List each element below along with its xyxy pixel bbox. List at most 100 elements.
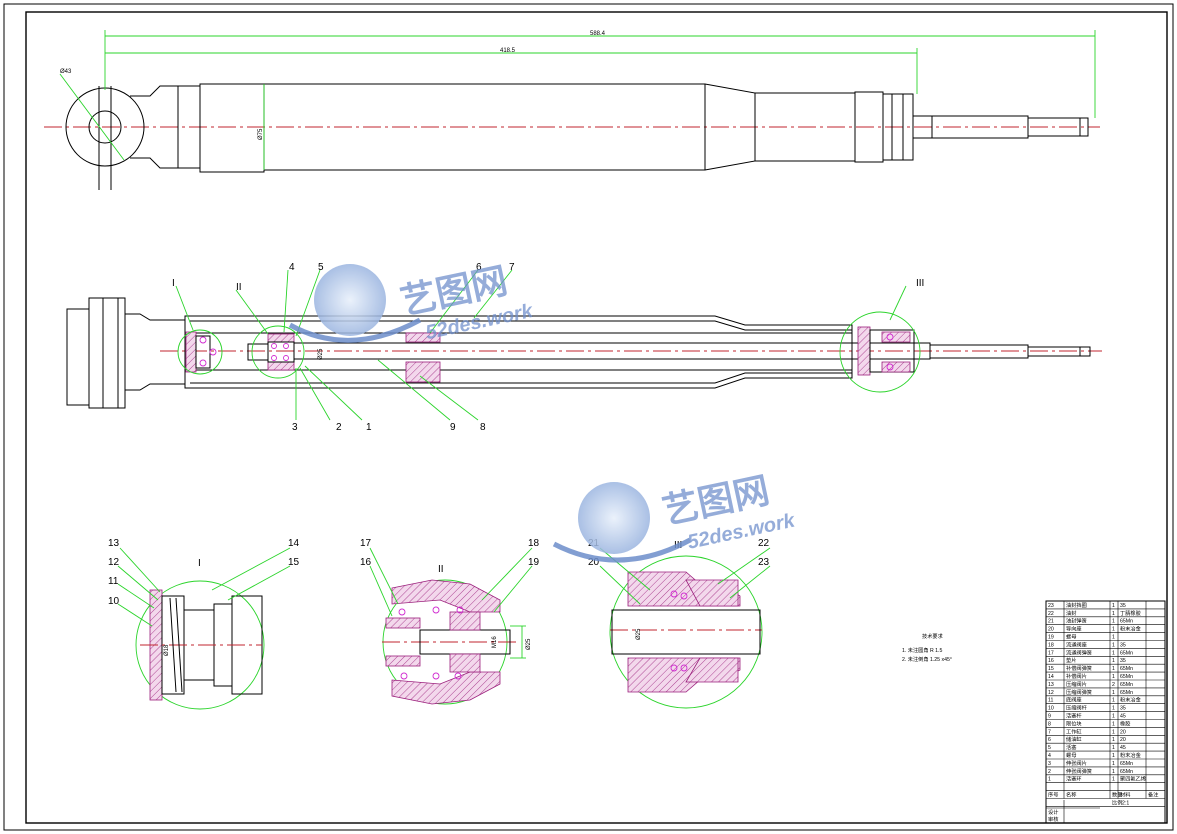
watermark-top: 艺图网 52des.work: [288, 261, 536, 344]
dim-rod-dia-III: Ø25: [636, 628, 642, 640]
table-cell-name: 压缩阀片: [1066, 680, 1087, 688]
table-cell-no: 9: [1048, 714, 1051, 720]
table-cell-name: 导向座: [1066, 625, 1082, 633]
dim-tube-dia: Ø75: [258, 128, 264, 140]
table-cell-qty: 1: [1112, 737, 1115, 743]
table-cell-material: 65Mn: [1120, 619, 1133, 625]
dim-body-length: 418.5: [500, 48, 516, 54]
table-header-qty: 数量: [1112, 791, 1122, 799]
table-cell-material: 45: [1120, 714, 1126, 720]
table-cell-no: 19: [1048, 635, 1054, 641]
notes-title: 技术要求: [922, 632, 944, 640]
detail-II-tag: II: [236, 282, 242, 293]
callout-18: 18: [528, 538, 540, 549]
table-cell-qty: 2: [1112, 682, 1115, 688]
table-cell-qty: 1: [1112, 753, 1115, 759]
technical-notes: 技术要求 1. 未注圆角 R 1.5 2. 未注倒角 1.25 x45°: [902, 632, 952, 663]
table-cell-material: 35: [1120, 603, 1126, 609]
table-cell-material: 65Mn: [1120, 682, 1133, 688]
table-header-name: 名称: [1066, 791, 1076, 799]
table-cell-name: 活塞: [1066, 743, 1076, 751]
table-cell-material: 65Mn: [1120, 690, 1133, 696]
callout-3: 3: [292, 422, 298, 433]
table-cell-name: 活塞杆: [1066, 712, 1082, 720]
table-cell-no: 6: [1048, 737, 1051, 743]
dim-rod-dia-main: Ø25: [318, 348, 324, 360]
table-cell-name: 工作缸: [1066, 727, 1082, 735]
table-cell-qty: 1: [1112, 745, 1115, 751]
notes-line1: 1. 未注圆角 R 1.5: [902, 646, 942, 654]
callout-6: 6: [476, 262, 482, 273]
table-cell-material: 橡胶: [1120, 719, 1130, 727]
exterior-view: 588.4 418.5 Ø43 Ø75: [44, 30, 1100, 190]
table-cell-material: 粉末冶金: [1120, 751, 1142, 759]
callout-4: 4: [289, 262, 295, 273]
notes-line2: 2. 未注倒角 1.25 x45°: [902, 655, 952, 663]
table-cell-qty: 1: [1112, 642, 1115, 648]
callout-20: 20: [588, 557, 600, 568]
table-cell-name: 螺母: [1066, 751, 1076, 759]
table-cell-name: 流通阀座: [1066, 640, 1087, 648]
table-cell-no: 15: [1048, 666, 1054, 672]
table-cell-no: 12: [1048, 690, 1054, 696]
callout-11: 11: [108, 576, 119, 587]
callout-14: 14: [288, 538, 300, 549]
table-cell-qty: 1: [1112, 761, 1115, 767]
table-cell-material: 35: [1120, 642, 1126, 648]
table-cell-qty: 1: [1112, 666, 1115, 672]
table-cell-material: 20: [1120, 729, 1126, 735]
callout-7: 7: [509, 262, 515, 273]
table-scale-value: 2:1: [1122, 800, 1129, 806]
table-cell-qty: 1: [1112, 603, 1115, 609]
table-cell-qty: 1: [1112, 714, 1115, 720]
table-cell-material: 35: [1120, 658, 1126, 664]
table-cell-no: 23: [1048, 603, 1054, 609]
table-cell-qty: 1: [1112, 698, 1115, 704]
table-cell-name: 油封挡圈: [1066, 601, 1087, 609]
detail-I-tag: I: [172, 278, 175, 289]
table-header-note: 备注: [1148, 791, 1158, 799]
table-cell-qty: 1: [1112, 658, 1115, 664]
table-cell-qty: 1: [1112, 729, 1115, 735]
table-cell-no: 8: [1048, 721, 1051, 727]
table-cell-no: 22: [1048, 611, 1054, 617]
dim-thread-detail: M16: [492, 636, 498, 648]
table-cell-qty: 1: [1112, 619, 1115, 625]
table-cell-no: 11: [1048, 698, 1053, 704]
table-cell-name: 伸张阀弹簧: [1066, 767, 1092, 775]
callout-19: 19: [528, 557, 540, 568]
table-cell-qty: 1: [1112, 721, 1115, 727]
table-cell-no: 7: [1048, 729, 1051, 735]
table-cell-material: 35: [1120, 706, 1126, 712]
table-cell-material: 65Mn: [1120, 674, 1133, 680]
table-cell-material: 聚四氟乙烯: [1120, 775, 1146, 783]
callout-10: 10: [108, 596, 120, 607]
table-cell-no: 18: [1048, 642, 1054, 648]
table-cell-qty: 1: [1112, 611, 1115, 617]
table-cell-material: 65Mn: [1120, 666, 1133, 672]
table-cell-material: 丁腈橡胶: [1120, 609, 1141, 617]
table-cell-qty: 1: [1112, 674, 1115, 680]
callout-2: 2: [336, 422, 342, 433]
table-cell-qty: 1: [1112, 650, 1115, 656]
table-cell-material: 65Mn: [1120, 769, 1133, 775]
callout-15: 15: [288, 557, 300, 568]
callout-1: 1: [366, 422, 372, 433]
table-cell-no: 10: [1048, 706, 1054, 712]
table-cell-qty: 1: [1112, 777, 1115, 783]
table-scale-label: 比例: [1112, 798, 1122, 806]
table-cell-no: 21: [1048, 619, 1054, 625]
table-cell-qty: 1: [1112, 706, 1115, 712]
table-cell-qty: 1: [1112, 627, 1115, 633]
table-cell-no: 4: [1048, 753, 1051, 759]
table-cell-no: 3: [1048, 761, 1051, 767]
table-cell-name: 压缩阀杆: [1066, 704, 1087, 712]
table-cell-name: 活塞环: [1066, 775, 1082, 783]
detail-I-title: I: [198, 558, 201, 569]
table-cell-qty: 1: [1112, 690, 1115, 696]
inner-border: [25, 11, 1168, 824]
table-cell-no: 13: [1048, 682, 1054, 688]
detail-II-title: II: [438, 564, 444, 575]
